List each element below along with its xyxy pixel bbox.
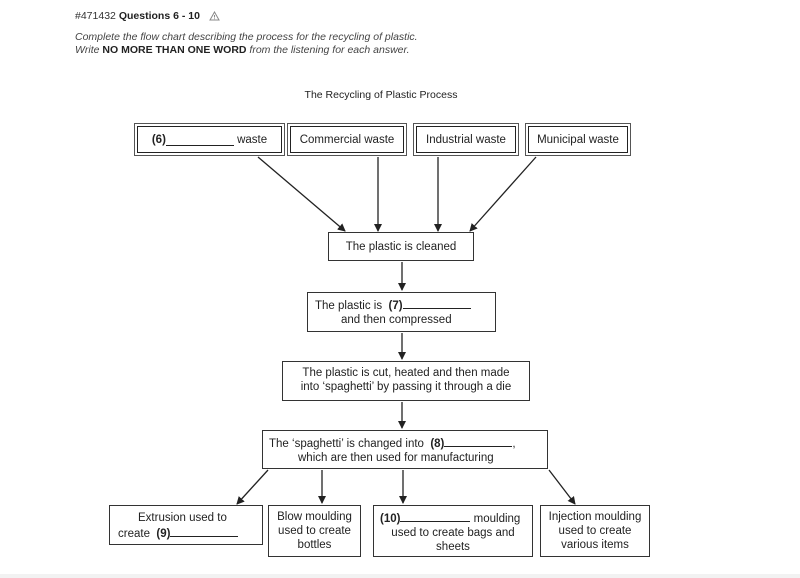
source-box-q6: (6) waste [134, 123, 285, 156]
step-change-line1: The ‘spaghetti’ is changed into (8), [269, 435, 547, 451]
arrow-to-injection [548, 469, 576, 505]
arrow-to-extrusion [236, 469, 269, 505]
output-blow-line1: Blow moulding [277, 511, 352, 523]
step-change-pre: The ‘spaghetti’ is changed into [269, 438, 424, 450]
instruction-word-limit: NO MORE THAN ONE WORD [102, 44, 247, 56]
source-q6-suffix: waste [237, 133, 268, 146]
output-q10-line3: sheets [436, 541, 470, 553]
source-box-industrial: Industrial waste [413, 123, 519, 156]
warning-triangle-icon[interactable] [208, 11, 220, 21]
step-compressed-line1: The plastic is (7) [315, 297, 495, 313]
answer-blank-6 [165, 134, 234, 146]
answer-blank-8 [444, 435, 513, 447]
output-blow-line2: used to create [278, 525, 351, 537]
output-injection-line1: Injection moulding [548, 511, 642, 523]
instruction-line-1: Complete the flow chart describing the p… [75, 31, 418, 43]
step-spaghetti-box: The plastic is cut, heated and then made… [282, 361, 530, 401]
step-spaghetti-line2: into ‘spaghetti’ by passing it through a… [300, 381, 512, 393]
step-spaghetti-line1: The plastic is cut, heated and then made [302, 367, 510, 379]
output-q10-line2: used to create bags and [391, 527, 515, 539]
step-change-line2: which are then used for manufacturing [298, 452, 494, 464]
source-box-commercial: Commercial waste [287, 123, 407, 156]
arrow-municipal [469, 156, 537, 232]
question-8-number: (8) [430, 438, 445, 450]
question-6-number: (6) [151, 133, 166, 146]
output-blow-box: Blow moulding used to create bottles [268, 505, 361, 557]
output-blow-line3: bottles [297, 539, 332, 551]
source-box-municipal: Municipal waste [525, 123, 631, 156]
answer-blank-10 [400, 510, 471, 522]
question-10-number: (10) [380, 513, 401, 525]
question-7-number: (7) [388, 300, 403, 312]
instruction-from-listening: from the listening for each answer. [249, 44, 410, 56]
output-q10-box: (10) moulding used to create bags and sh… [373, 505, 533, 557]
instruction-line-2: Write NO MORE THAN ONE WORD from the lis… [75, 44, 775, 57]
page-bottom-edge [0, 574, 800, 578]
instruction-write: Write [75, 44, 100, 56]
output-extrusion-pre: create [118, 528, 150, 540]
output-extrusion-line1: Extrusion used to [138, 512, 227, 524]
answer-blank-7 [402, 297, 471, 309]
output-q10-suffix: moulding [473, 513, 521, 525]
output-injection-line2: used to create [558, 525, 632, 537]
arrow-source-6 [257, 156, 346, 232]
output-extrusion-line2: create (9) [110, 525, 262, 541]
question-id: #471432 [75, 10, 116, 22]
step-change-punct: , [512, 438, 516, 450]
question-id-line: #471432 Questions 6 - 10 [75, 9, 775, 23]
output-q10-line1: (10) moulding [374, 510, 532, 526]
diagram-title: The Recycling of Plastic Process [304, 89, 458, 101]
answer-blank-9 [170, 525, 239, 537]
step-cleaned-box: The plastic is cleaned [328, 232, 474, 261]
output-extrusion-box: Extrusion used to create (9) [109, 505, 263, 545]
output-injection-box: Injection moulding used to create variou… [540, 505, 650, 557]
output-injection-line3: various items [561, 539, 629, 551]
question-header: #471432 Questions 6 - 10 Complete the fl… [75, 9, 775, 57]
step-compressed-line2: and then compressed [341, 314, 452, 326]
question-9-number: (9) [156, 528, 171, 540]
step-change-box: The ‘spaghetti’ is changed into (8), whi… [262, 430, 548, 469]
step-compressed-box: The plastic is (7) and then compressed [307, 292, 496, 332]
question-range: Questions 6 - 10 [118, 10, 200, 22]
step-compressed-pre: The plastic is [315, 300, 383, 312]
